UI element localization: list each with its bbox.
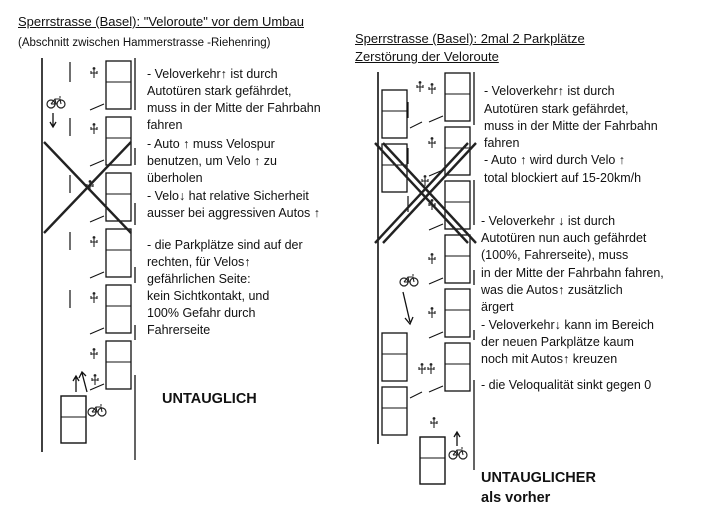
right-title-line1: Sperrstrasse (Basel): 2mal 2 Parkplätze xyxy=(355,31,585,46)
car-driving-icon xyxy=(419,436,446,485)
left-note-line: benutzen, um Velo ↑ zu xyxy=(147,154,277,168)
left-note-line: - die Parkplätze sind auf der xyxy=(147,238,303,252)
arrow-up-icon xyxy=(78,370,88,393)
left-note-line: gefährlichen Seite: xyxy=(147,272,251,286)
right-note-line: ärgert xyxy=(481,300,514,314)
parked-car-icon xyxy=(105,228,132,278)
cross-out-icon xyxy=(374,142,477,244)
right-note-line: - Veloverkehr ↓ ist durch xyxy=(481,214,616,228)
person-icon xyxy=(90,66,98,79)
person-icon xyxy=(90,235,98,248)
right-note-line: - Veloverkehr↑ ist durch xyxy=(484,84,615,98)
parked-car-icon xyxy=(105,172,132,222)
right-street xyxy=(374,72,477,485)
person-icon xyxy=(428,252,436,265)
person-icon xyxy=(427,362,435,375)
cross-out-icon xyxy=(43,141,132,234)
person-icon xyxy=(428,136,436,149)
left-note-line: - Velo↓ hat relative Sicherheit xyxy=(147,189,309,203)
left-note-line: - Veloverkehr↑ ist durch xyxy=(147,67,278,81)
left-note-line: rechten, für Velos↑ xyxy=(147,255,251,269)
person-icon xyxy=(416,80,424,93)
right-title-line2: Zerstörung der Veloroute xyxy=(355,49,499,64)
person-icon xyxy=(418,362,426,375)
parked-car-icon xyxy=(444,234,471,284)
right-note-line: total blockiert auf 15-20km/h xyxy=(484,171,642,185)
arrow-up-icon xyxy=(453,430,461,446)
right-note-line: fahren xyxy=(484,136,520,150)
right-note-line: in der Mitte der Fahrbahn fahren, xyxy=(481,266,664,280)
left-street xyxy=(41,58,136,460)
left-note-line: muss in der Mitte der Fahrbahn xyxy=(147,101,321,115)
left-note-line: Fahrerseite xyxy=(147,323,211,337)
right-verdict-line2: als vorher xyxy=(481,490,551,506)
right-note-line: Autotüren stark gefährdet, xyxy=(484,102,629,116)
arrow-down-icon xyxy=(402,291,414,326)
person-icon xyxy=(90,122,98,135)
right-note-line: was die Autos↑ zusätzlich xyxy=(481,283,623,297)
right-note-line: Autotüren nun auch gefährdet xyxy=(481,231,647,245)
right-note-line: der neuen Parkplätze kaum xyxy=(481,335,634,349)
left-subtitle: (Abschnitt zwischen Hammerstrasse -Riehe… xyxy=(18,37,271,49)
parked-car-icon xyxy=(444,342,471,392)
parked-car-icon xyxy=(444,72,471,122)
left-title: Sperrstrasse (Basel): "Veloroute" vor de… xyxy=(18,14,304,29)
bicycle-icon xyxy=(448,447,468,460)
left-note-line: - Auto ↑ muss Velospur xyxy=(147,137,275,151)
parked-car-icon xyxy=(105,116,132,166)
person-icon xyxy=(428,82,436,95)
person-icon xyxy=(430,416,438,429)
new-parked-car-icon xyxy=(381,143,408,193)
bicycle-icon xyxy=(46,96,66,109)
door-line xyxy=(409,115,444,399)
right-verdict-line1: UNTAUGLICHER xyxy=(481,470,596,486)
parked-car-icon xyxy=(444,288,471,338)
left-note-line: 100% Gefahr durch xyxy=(147,306,256,320)
car-driving-icon xyxy=(60,395,87,444)
parked-car-icon xyxy=(105,340,132,390)
left-note-line: fahren xyxy=(147,118,183,132)
left-note-line: kein Sichtkontakt, und xyxy=(147,289,270,303)
parked-car-icon xyxy=(444,126,471,176)
left-note-line: ausser bei aggressiven Autos ↑ xyxy=(147,206,321,220)
parked-car-icon xyxy=(105,60,132,110)
arrow-up-icon xyxy=(72,374,80,392)
parked-car-icon xyxy=(105,284,132,334)
left-note-line: Autotüren stark gefährdet, xyxy=(147,84,292,98)
left-verdict: UNTAUGLICH xyxy=(162,391,257,407)
arrow-down-icon xyxy=(49,113,57,129)
door-line xyxy=(89,103,105,391)
person-icon xyxy=(90,291,98,304)
person-icon xyxy=(90,347,98,360)
new-parked-car-icon xyxy=(381,89,408,139)
person-icon xyxy=(91,373,99,386)
bicycle-icon xyxy=(87,404,107,417)
right-note-line: - Veloverkehr↓ kann im Bereich xyxy=(481,318,654,332)
bicycle-icon xyxy=(399,274,419,287)
left-note-line: überholen xyxy=(147,171,203,185)
new-parked-car-icon xyxy=(381,332,408,382)
right-note-line: (100%, Fahrerseite), muss xyxy=(481,248,629,262)
right-note-summary: - die Veloqualität sinkt gegen 0 xyxy=(481,378,652,392)
person-icon xyxy=(428,306,436,319)
right-note-line: muss in der Mitte der Fahrbahn xyxy=(484,119,658,133)
right-note-line: noch mit Autos↑ kreuzen xyxy=(481,352,618,366)
new-parked-car-icon xyxy=(381,386,408,436)
right-note-line: - Auto ↑ wird durch Velo ↑ xyxy=(484,153,626,167)
